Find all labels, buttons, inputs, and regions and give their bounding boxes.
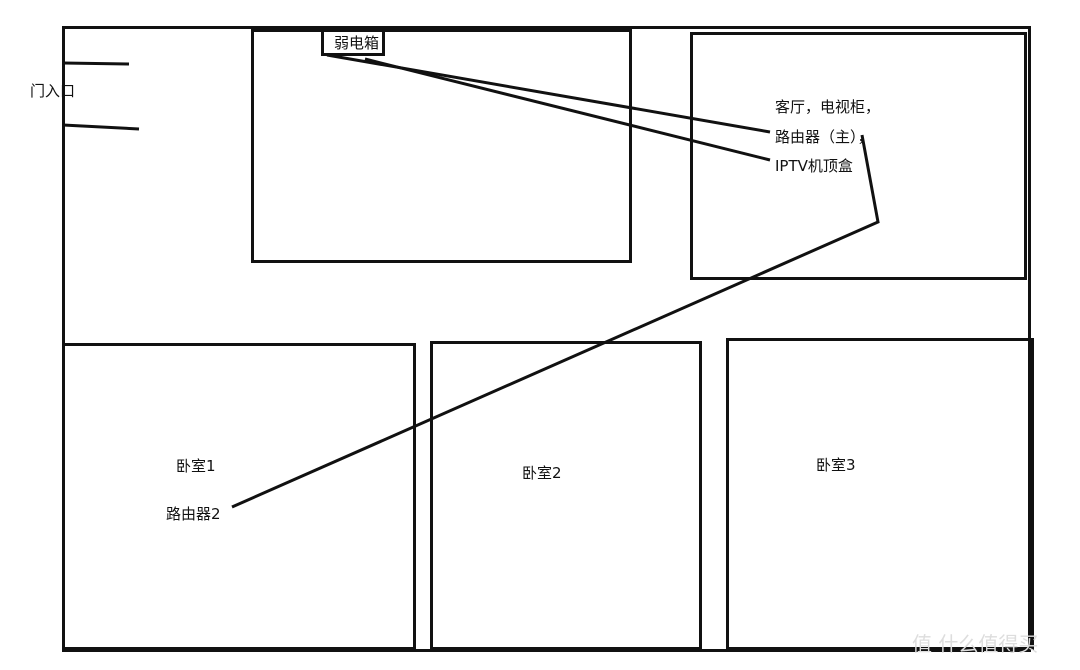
living-room-label: 客厅，电视柜， — [775, 98, 881, 116]
bedroom2-label: 卧室2 — [522, 464, 562, 482]
bedroom3-label: 卧室3 — [816, 456, 856, 474]
watermark: 值 什么值得买 — [912, 632, 1039, 656]
bedroom-3 — [726, 338, 1034, 650]
iptv-label: IPTV机顶盒 — [775, 157, 853, 175]
entrance-line-top — [62, 61, 130, 66]
cable-to-iptv — [364, 57, 771, 162]
bedroom1-label: 卧室1 — [176, 457, 216, 475]
weak-box — [321, 29, 385, 56]
cable-to-router2 — [231, 134, 880, 509]
main-router-label: 路由器（主）， — [775, 128, 873, 146]
entrance-line-bottom — [62, 123, 140, 131]
router2-label: 路由器2 — [166, 505, 221, 523]
weak-box-label: 弱电箱 — [334, 34, 380, 52]
weak-box-room — [251, 29, 632, 263]
bedroom-1 — [62, 343, 416, 650]
living-room — [690, 32, 1027, 280]
bedroom-2 — [430, 341, 702, 650]
entrance-label: 门入口 — [30, 82, 76, 100]
